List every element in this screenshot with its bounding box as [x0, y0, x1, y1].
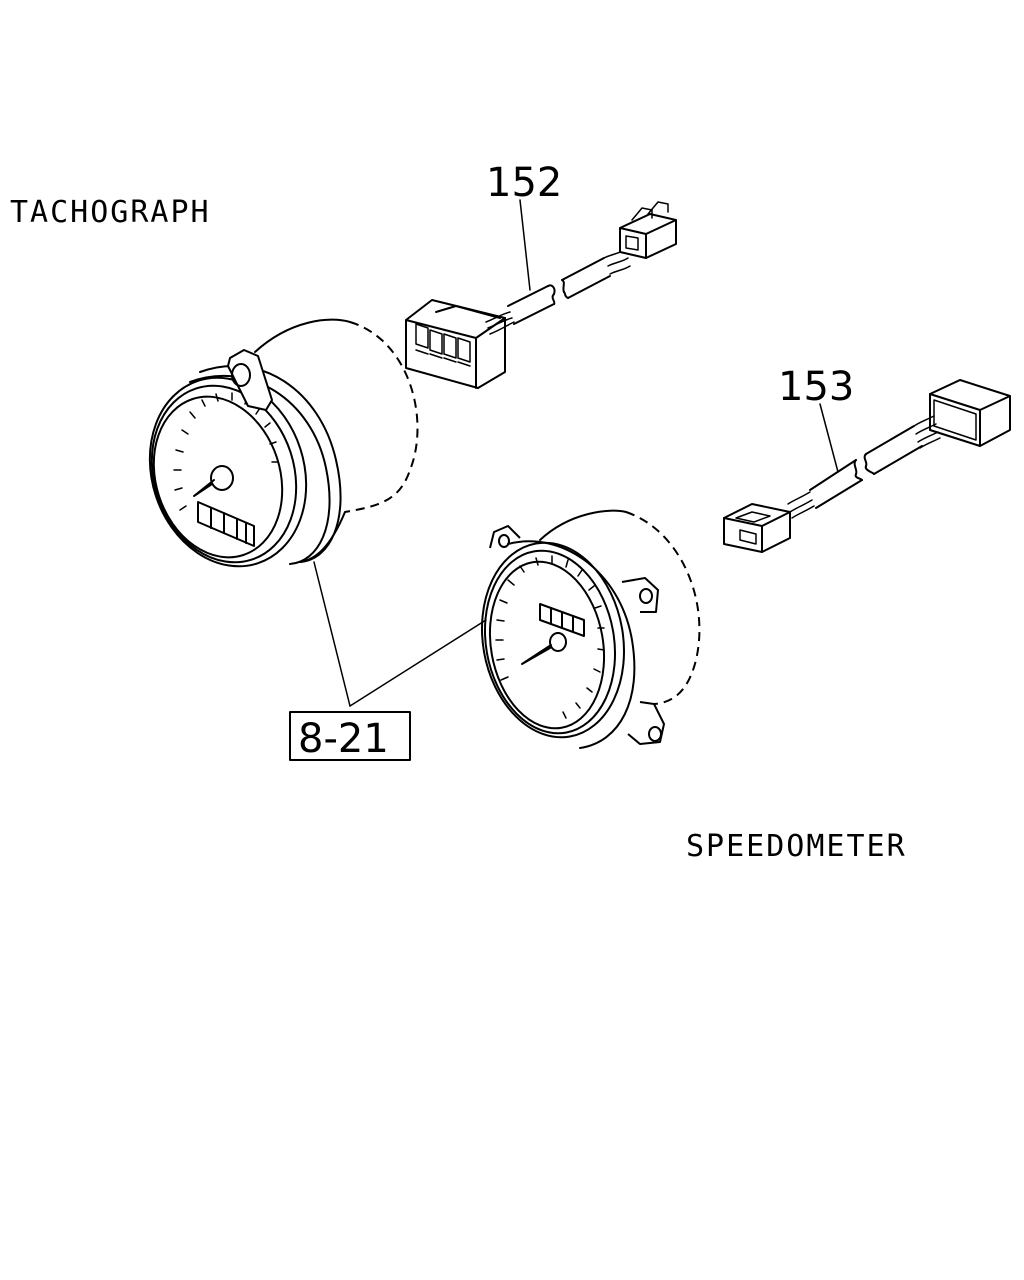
harness-152-connector-main	[405, 299, 506, 389]
tachograph-dial-ticks	[173, 392, 279, 511]
tachograph-mount-bracket	[227, 349, 273, 411]
tachograph-label: TACHOGRAPH	[10, 195, 211, 230]
speedometer-odometer	[539, 603, 585, 637]
speedometer-needle-hub	[549, 632, 567, 652]
speedometer-dial-ticks	[495, 555, 605, 719]
tachograph-needle	[193, 479, 215, 497]
speedometer-label: SPEEDOMETER	[686, 829, 907, 864]
leader-lines	[313, 199, 839, 707]
callout-8-21-box[interactable]: 8-21	[289, 711, 411, 762]
speedometer-needle	[521, 644, 552, 665]
speedometer-mount-flange-bottom	[627, 701, 665, 745]
speedometer-mount-flange-top	[489, 525, 521, 549]
callout-153[interactable]: 153	[778, 364, 854, 410]
tachograph-gauge[interactable]	[126, 318, 419, 587]
tachograph-needle-hub	[210, 465, 234, 491]
callout-152[interactable]: 152	[486, 160, 562, 206]
harness-153-connector-large	[929, 379, 1011, 447]
harness-153-connector-small	[723, 503, 791, 553]
harness-152-connector-small	[619, 201, 677, 259]
tachograph-odometer	[197, 501, 255, 547]
callout-8-21-text: 8-21	[298, 716, 389, 762]
speedometer-gauge[interactable]	[467, 509, 701, 749]
wire-harness-152[interactable]	[405, 201, 677, 389]
wire-harness-153[interactable]	[723, 379, 1011, 553]
